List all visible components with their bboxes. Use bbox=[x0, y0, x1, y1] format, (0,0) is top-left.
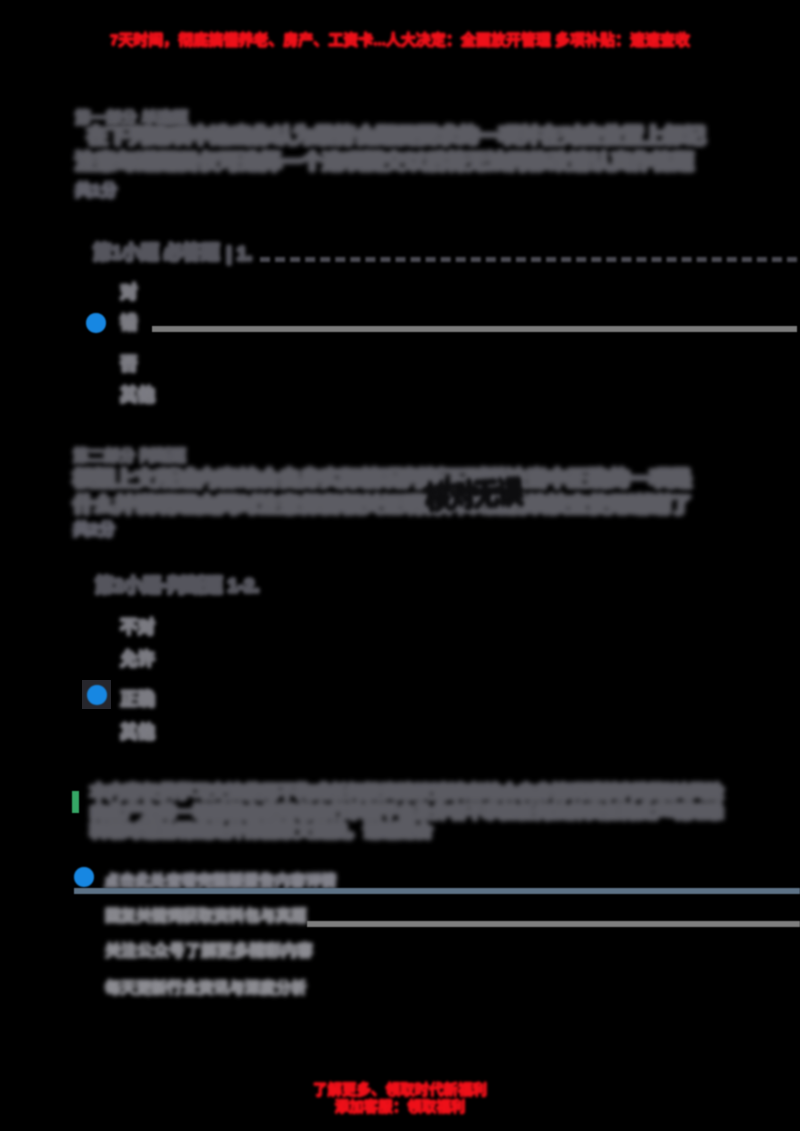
link-item-1[interactable]: 回复关键词获取资料包与真题 bbox=[105, 908, 307, 925]
q2-option-3[interactable]: 正确 bbox=[120, 689, 155, 709]
question1-number: | 1. bbox=[226, 243, 253, 264]
q1-selected-radio-icon[interactable] bbox=[86, 313, 106, 333]
promo-banner-bottom: 了解更多、领取时代新福利 添加客服：领取福利 bbox=[0, 1083, 800, 1116]
note-highlight-text[interactable]: 点击此处查看完整版报告内容详情 bbox=[104, 873, 337, 890]
section2-title: 根据上文所述内容结合自身实际情况判断下列说法当中正确的一项是 什么并说明理由同时… bbox=[73, 467, 691, 518]
quote-accent-bar bbox=[72, 791, 79, 813]
section2-title-line2: 什么并说明理由同时注意保留相关证明材料以备后续核查使用谢谢了 bbox=[73, 493, 691, 517]
link-item-2[interactable]: 关注公众号了解更多精彩内容 bbox=[105, 943, 314, 960]
q1-option-3[interactable]: 否 bbox=[120, 354, 138, 374]
promo-bottom-line1: 了解更多、领取时代新福利 bbox=[313, 1083, 487, 1099]
question1-options: 对 错 否 其他 bbox=[75, 279, 797, 411]
disclaimer-line3: 转载时请注明出处并保留原文链接，谢谢配合 bbox=[90, 821, 432, 841]
disclaimer-line1: 本内容仅供学习交流使用不构成任何投资建议请读者结合自身情况谨慎判断相关风险 bbox=[90, 782, 723, 802]
promo-bottom-line2: 添加客服：领取福利 bbox=[334, 1099, 466, 1116]
note-bullet-icon bbox=[74, 867, 94, 887]
q2-option-1[interactable]: 不对 bbox=[120, 617, 155, 637]
answer-blank-dashes bbox=[260, 257, 797, 262]
q2-option-2[interactable]: 允许 bbox=[120, 649, 155, 669]
section2-points: 共2分 bbox=[73, 521, 116, 539]
section2-title-line1: 根据上文所述内容结合自身实际情况判断下列说法当中正确的一项是 bbox=[73, 468, 691, 491]
question1-label: 第1小题 必答题 bbox=[93, 242, 220, 263]
q1-option-2[interactable]: 错 bbox=[120, 313, 138, 333]
q2-option-4[interactable]: 其他 bbox=[120, 722, 155, 742]
disclaimer-line2: 由此产生的一切后果由使用者自行承担平台及作者不承担任何法律责任特此声明知悉 bbox=[90, 801, 723, 822]
question2-label: 第2小题·判断题 1-2. bbox=[95, 575, 260, 596]
handwritten-annotation: 核对无误 bbox=[424, 474, 523, 516]
promo-banner-top: 7天时间，彻底搞懂养老、房产、工资卡...人大决定：全面放开管理 多项补贴：速速… bbox=[109, 32, 691, 49]
link-item-1-underline bbox=[307, 920, 800, 927]
q1-option-4[interactable]: 其他 bbox=[120, 385, 155, 405]
link-item-3[interactable]: 每天更新行业资讯与深度分析 bbox=[105, 980, 307, 997]
section2-label: 第二部分 判断题 bbox=[73, 448, 186, 465]
section1-points: 共1分 bbox=[75, 182, 118, 200]
question1-row: 第1小题 必答题 | 1. bbox=[93, 239, 797, 265]
q1-option-2-line bbox=[152, 326, 797, 332]
question2-options: 不对 允许 正确 其他 bbox=[75, 614, 797, 749]
disclaimer-paragraph: 本内容仅供学习交流使用不构成任何投资建议请读者结合自身情况谨慎判断相关风险 由此… bbox=[90, 782, 723, 842]
section1-title-line1: 在下列选项中选出你认为最符合题目要求的一项并在对应位置上标记 bbox=[87, 125, 705, 148]
q1-option-1[interactable]: 对 bbox=[120, 282, 138, 302]
section1-title: 在下列选项中选出你认为最符合题目要求的一项并在对应位置上标记 注意每道题目仅可选… bbox=[75, 124, 705, 175]
section1-label: 第一部分 单选题 bbox=[75, 110, 188, 127]
q2-selected-radio-icon[interactable] bbox=[87, 685, 107, 705]
section1-title-line2: 注意每道题目仅可选择一个选项提交以后将无法再修改请认真作答题 bbox=[75, 150, 693, 174]
note-underline bbox=[74, 887, 800, 894]
